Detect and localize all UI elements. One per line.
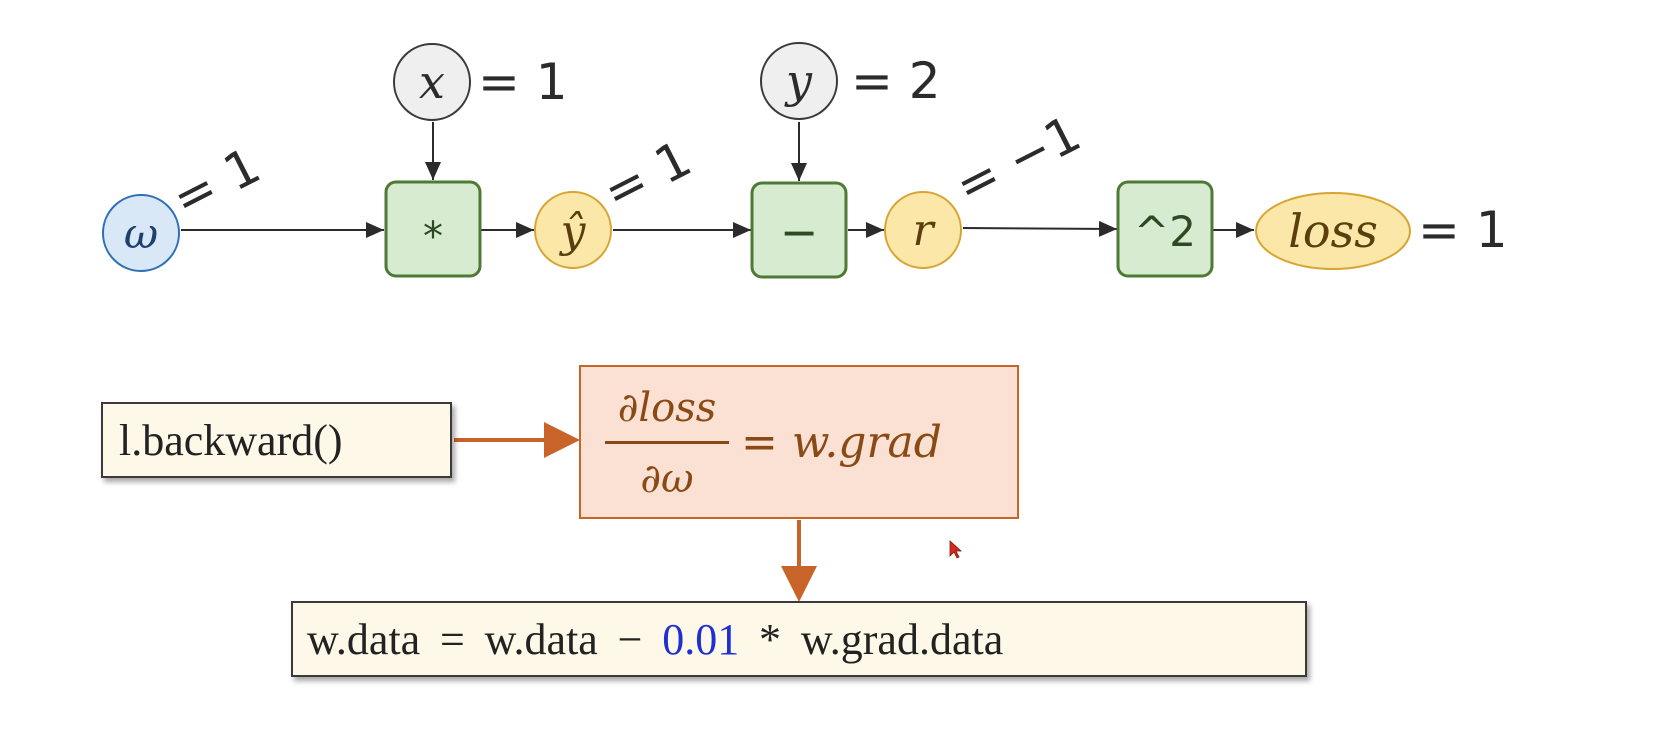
op-square: ^2 xyxy=(1116,180,1214,278)
backward-call-text: l.backward() xyxy=(119,415,343,465)
node-r-label: r xyxy=(912,205,936,256)
op-subtract-label: − xyxy=(780,205,819,259)
node-r-value: = −1 xyxy=(946,104,1089,215)
update-times: * xyxy=(759,614,782,664)
gradient-numerator: ∂loss xyxy=(617,385,717,431)
node-loss-label: loss xyxy=(1288,204,1378,258)
op-square-label: ^2 xyxy=(1134,207,1196,256)
gradient-fraction: ∂loss ∂ω xyxy=(605,379,729,508)
mouse-cursor-icon xyxy=(949,540,963,559)
fraction-bar xyxy=(605,441,729,444)
node-y: y xyxy=(760,42,838,120)
node-w: ω xyxy=(102,194,180,272)
node-loss: loss xyxy=(1255,192,1411,270)
node-loss-value: = 1 xyxy=(1418,201,1508,259)
node-yhat-label: ŷ xyxy=(559,206,587,257)
gradient-box: ∂loss ∂ω = w.grad xyxy=(579,365,1019,519)
gradient-denominator: ∂ω xyxy=(640,456,694,502)
backward-call-box: l.backward() xyxy=(101,402,452,478)
node-x: x xyxy=(393,43,471,121)
node-yhat: ŷ xyxy=(534,191,612,269)
node-x-value: = 1 xyxy=(478,53,568,111)
update-grad: w.grad.data xyxy=(800,614,1004,664)
node-w-value: = 1 xyxy=(163,136,269,228)
node-w-label: ω xyxy=(124,209,158,258)
op-multiply: * xyxy=(384,180,482,278)
learning-rate: 0.01 xyxy=(662,614,740,664)
update-left: w.data xyxy=(307,614,421,664)
node-y-value: = 2 xyxy=(851,52,941,110)
op-multiply-label: * xyxy=(423,214,443,260)
op-subtract: − xyxy=(750,181,848,279)
gradient-equals: = xyxy=(741,417,778,468)
node-x-label: x xyxy=(419,55,445,109)
node-yhat-value: = 1 xyxy=(594,129,700,221)
update-minus: − xyxy=(617,614,643,664)
gradient-rhs: = w.grad xyxy=(741,417,942,468)
update-eq: = xyxy=(440,614,465,664)
edge-r-to-sq xyxy=(962,220,1118,237)
update-rule-box: w.data = w.data − 0.01 * w.grad.data xyxy=(291,601,1307,677)
update-w-data: w.data xyxy=(484,614,598,664)
node-r: r xyxy=(884,191,962,269)
node-y-label: y xyxy=(784,54,813,108)
gradient-rhs-text: w.grad xyxy=(791,417,942,468)
